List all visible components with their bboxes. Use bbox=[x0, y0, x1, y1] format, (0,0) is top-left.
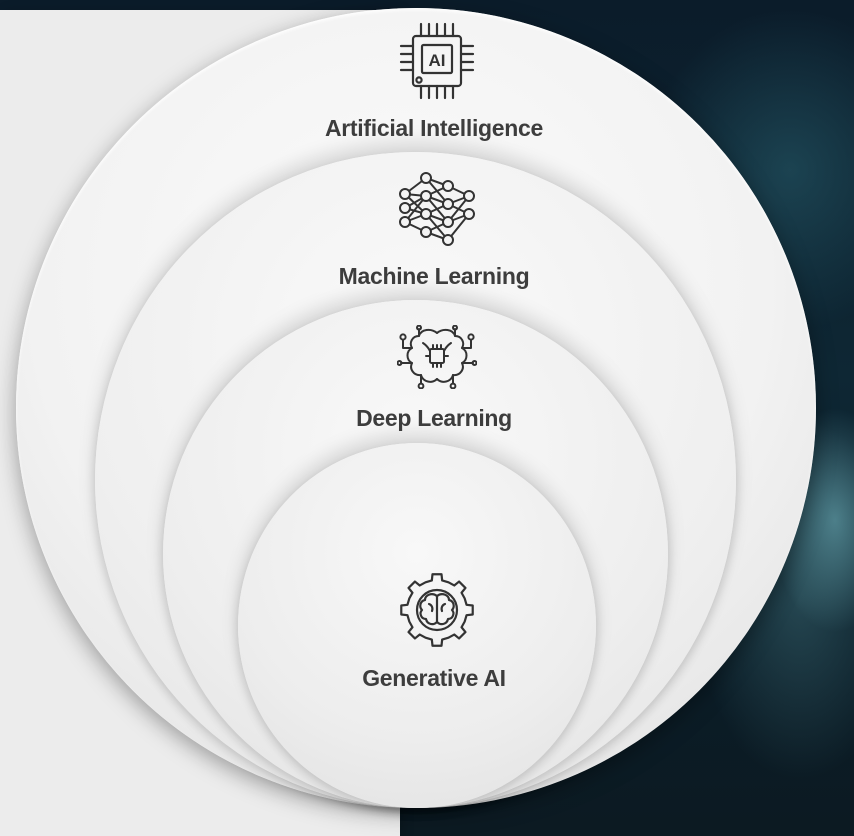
ai-chip-icon: AI bbox=[399, 22, 475, 100]
circuit-brain-icon bbox=[397, 325, 477, 389]
label-deep-learning: Deep Learning bbox=[356, 405, 512, 431]
label-machine-learning: Machine Learning bbox=[338, 263, 530, 289]
neural-network-icon bbox=[399, 172, 475, 246]
gear-brain-icon bbox=[400, 573, 474, 647]
label-artificial-intelligence: Artificial Intelligence bbox=[324, 115, 544, 141]
ring-generative-ai bbox=[238, 443, 596, 808]
chip-label: AI bbox=[429, 51, 446, 70]
label-generative-ai: Generative AI bbox=[362, 665, 506, 691]
